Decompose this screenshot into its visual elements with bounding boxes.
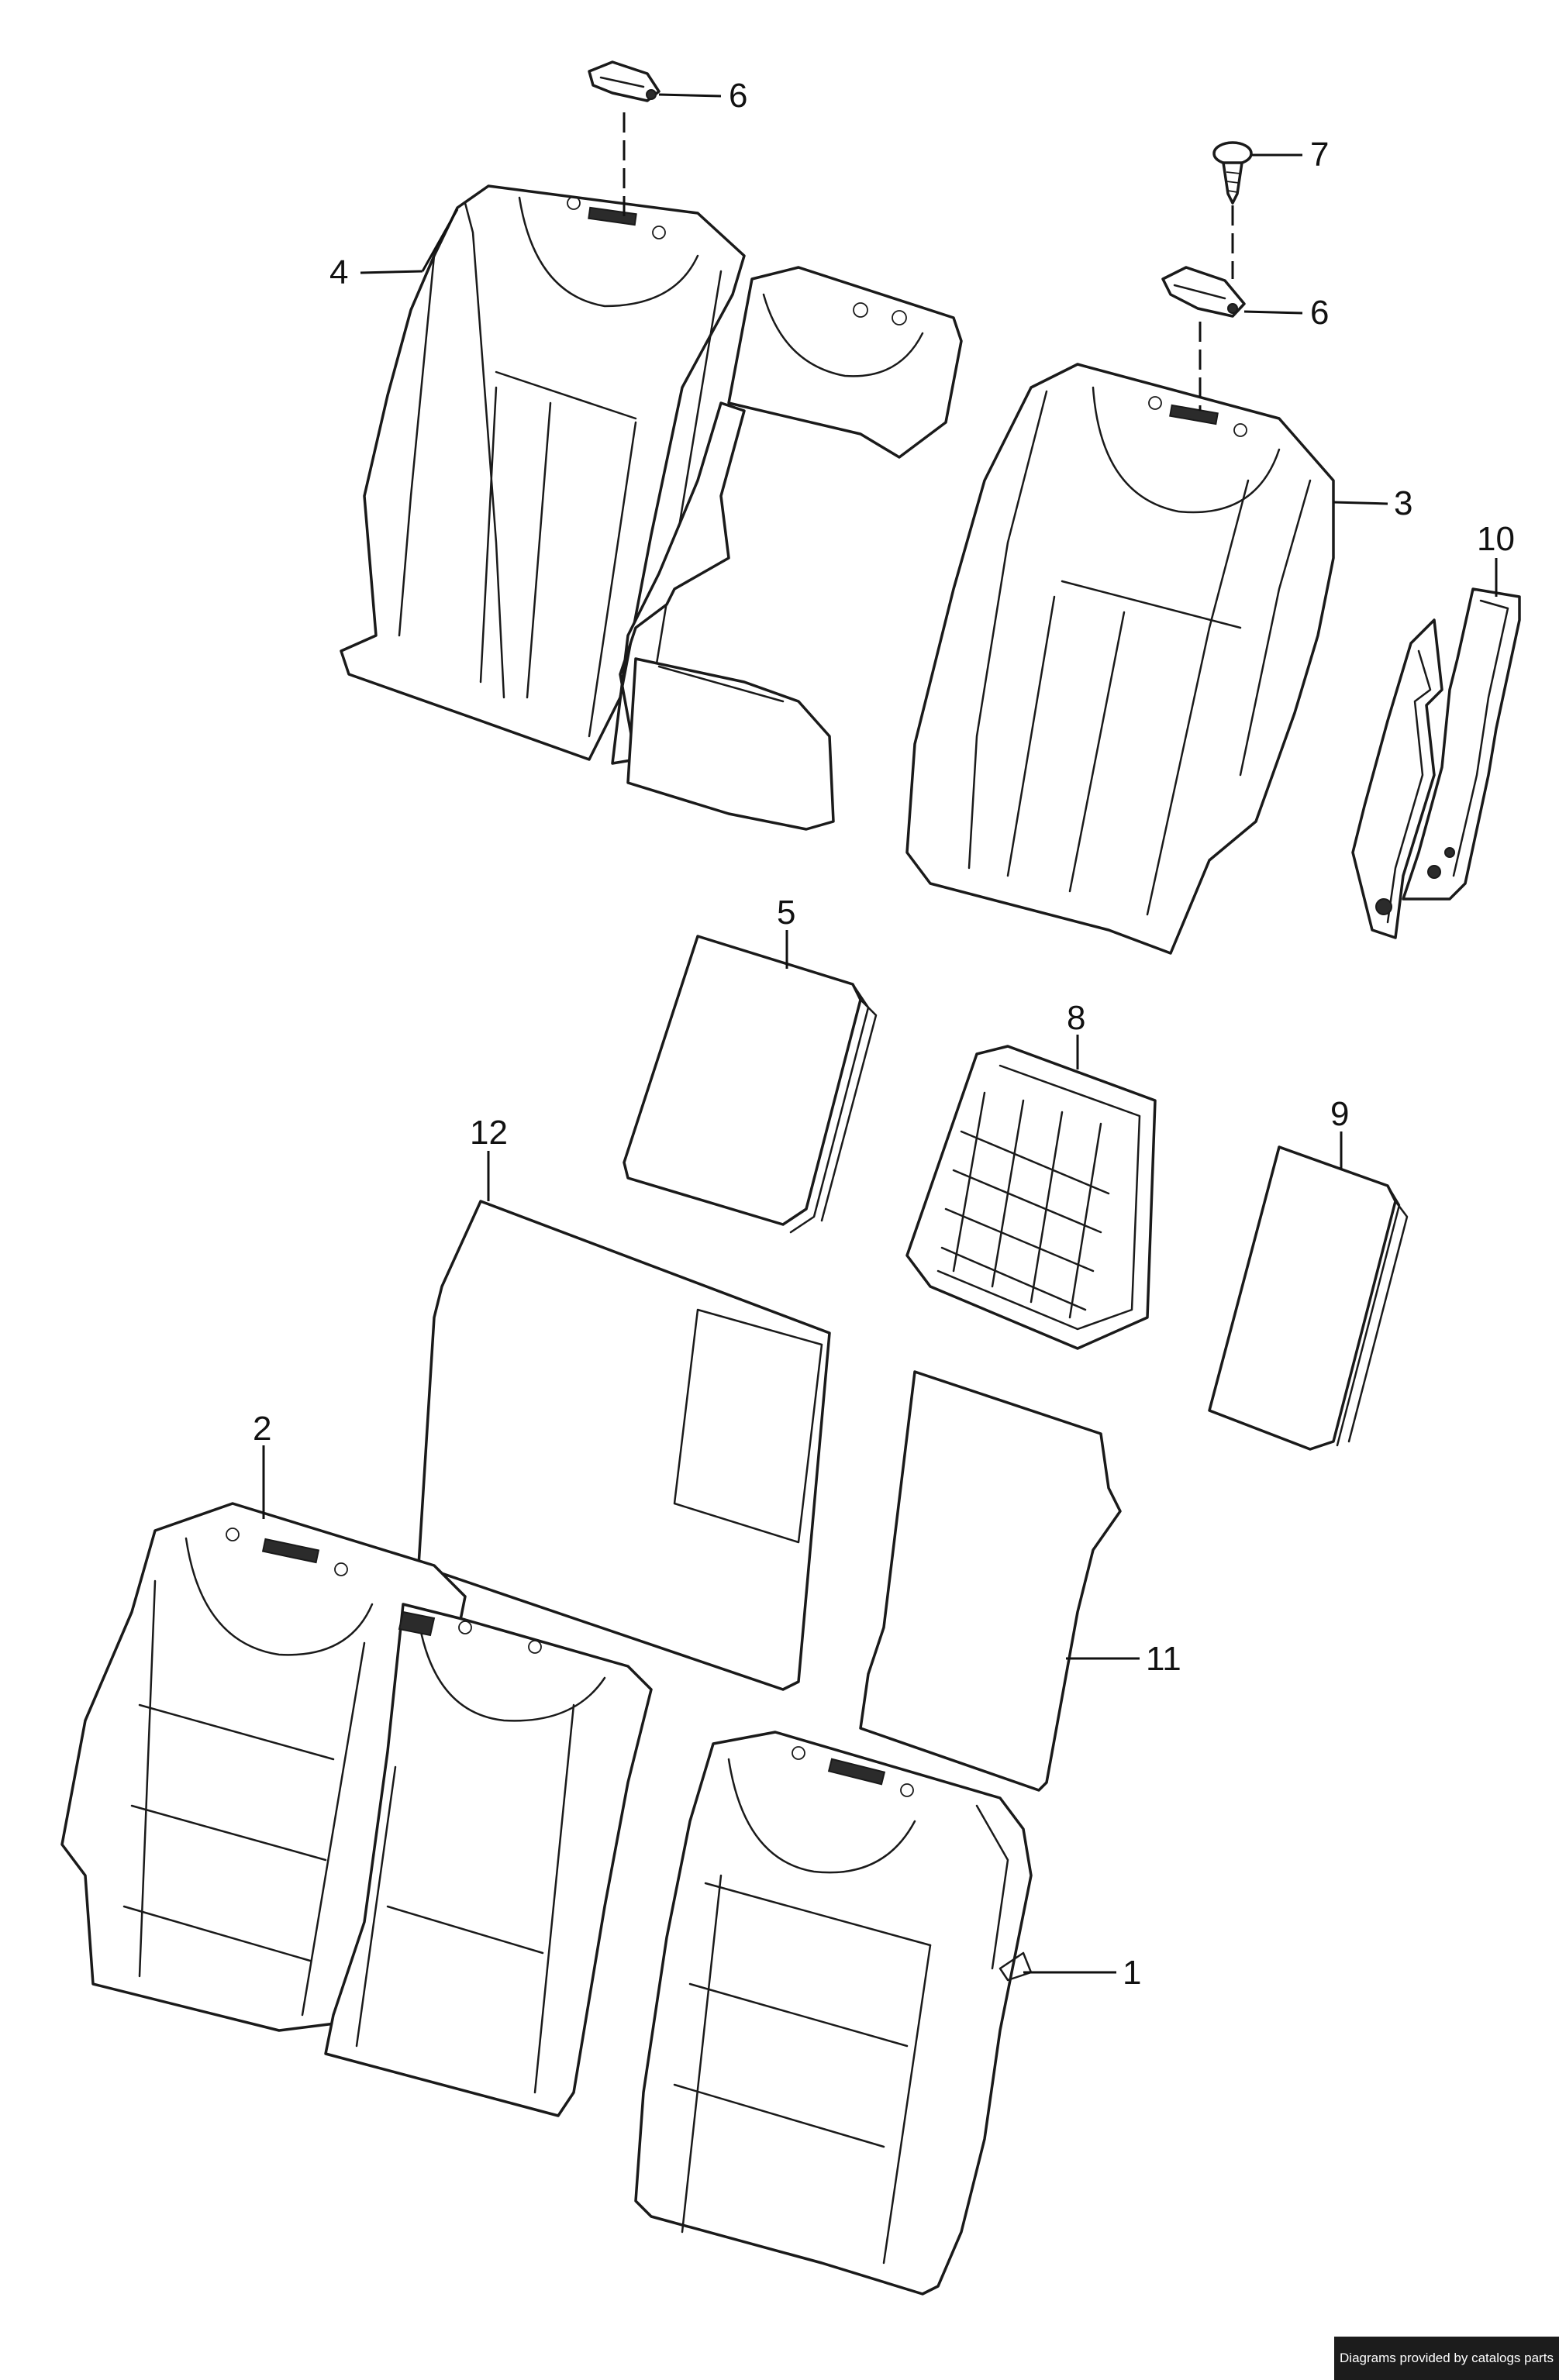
leader-lines: [262, 93, 1498, 1974]
part-1-lower-right-backrest: [634, 1731, 1033, 2296]
credit-footer: Diagrams provided by catalogs parts: [1334, 2337, 1559, 2380]
credit-text: Diagrams provided by catalogs parts: [1340, 2351, 1554, 2365]
callout-6-right: 6: [1310, 294, 1329, 332]
callout-9: 9: [1330, 1095, 1349, 1133]
callout-labels: 1 2 3 4 5 6 6 7 8 9 10 11 12: [253, 77, 1515, 1992]
callout-4: 4: [329, 253, 348, 291]
part-6-clip-right: [1161, 266, 1246, 318]
callout-7: 7: [1310, 136, 1329, 174]
callout-3: 3: [1394, 484, 1412, 522]
part-7-screw: [1212, 141, 1253, 205]
part-9-block: [1208, 1145, 1409, 1451]
part-12-sheet: [417, 1200, 831, 1691]
callout-2: 2: [253, 1410, 271, 1448]
callout-6-left: 6: [729, 77, 747, 115]
part-10-side-panels: [1351, 587, 1521, 939]
callout-1: 1: [1123, 1954, 1141, 1992]
part-2-lower-left-backrest: [60, 1502, 653, 2117]
callout-8: 8: [1067, 999, 1085, 1037]
part-3-right-backrest: [905, 363, 1335, 955]
callout-11: 11: [1146, 1640, 1181, 1678]
center-armrest-frame: [611, 266, 963, 831]
callout-12: 12: [470, 1114, 508, 1152]
part-11-sheet: [859, 1370, 1122, 1792]
part-6-clip-left: [588, 60, 661, 102]
part-8-grille: [905, 1045, 1157, 1350]
part-5-pad: [623, 935, 878, 1234]
callout-10: 10: [1477, 520, 1515, 558]
callout-5: 5: [777, 894, 795, 932]
